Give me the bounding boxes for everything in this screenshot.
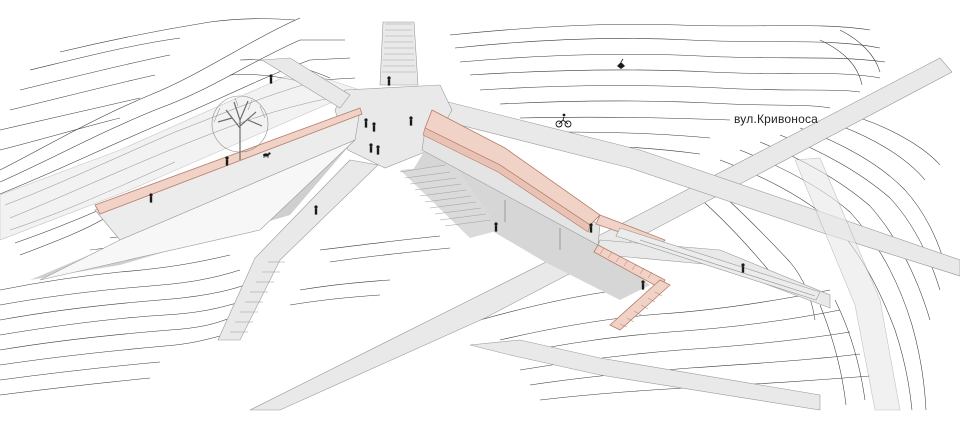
- southeast-road: [469, 339, 821, 411]
- person-icon: [369, 143, 373, 153]
- person-icon: [225, 156, 229, 166]
- left-ramp: [39, 107, 363, 281]
- roads: [0, 21, 960, 411]
- north-path: [379, 21, 419, 86]
- pedestrian-bridge: [421, 109, 821, 331]
- street-name-label: вул.Кривоноса: [734, 112, 819, 126]
- people: [149, 74, 745, 290]
- person-icon: [641, 280, 645, 290]
- person-icon: [409, 116, 413, 126]
- north-stairs: [382, 23, 416, 73]
- person-icon: [741, 263, 745, 273]
- bicycle-icon: [555, 113, 572, 128]
- bird-icon: [617, 58, 625, 69]
- person-icon: [589, 223, 593, 233]
- southwest-path: [217, 159, 379, 341]
- person-icon: [149, 193, 153, 203]
- person-icon: [387, 76, 391, 86]
- dog-icon: [263, 152, 271, 158]
- southwest-stairs: [230, 261, 285, 333]
- staircase-shadow: [400, 165, 500, 238]
- northwest-path: [261, 57, 351, 109]
- person-icon: [376, 145, 380, 155]
- person-icon: [269, 74, 273, 84]
- tree-icon: [211, 95, 269, 160]
- central-stairs: [399, 164, 492, 227]
- main-road: [249, 57, 953, 411]
- left-ramp-deck: [94, 107, 363, 215]
- person-icon: [314, 205, 318, 215]
- person-icon: [494, 222, 498, 232]
- person-icon: [364, 118, 368, 128]
- person-icon: [372, 122, 376, 132]
- east-band: [794, 157, 901, 411]
